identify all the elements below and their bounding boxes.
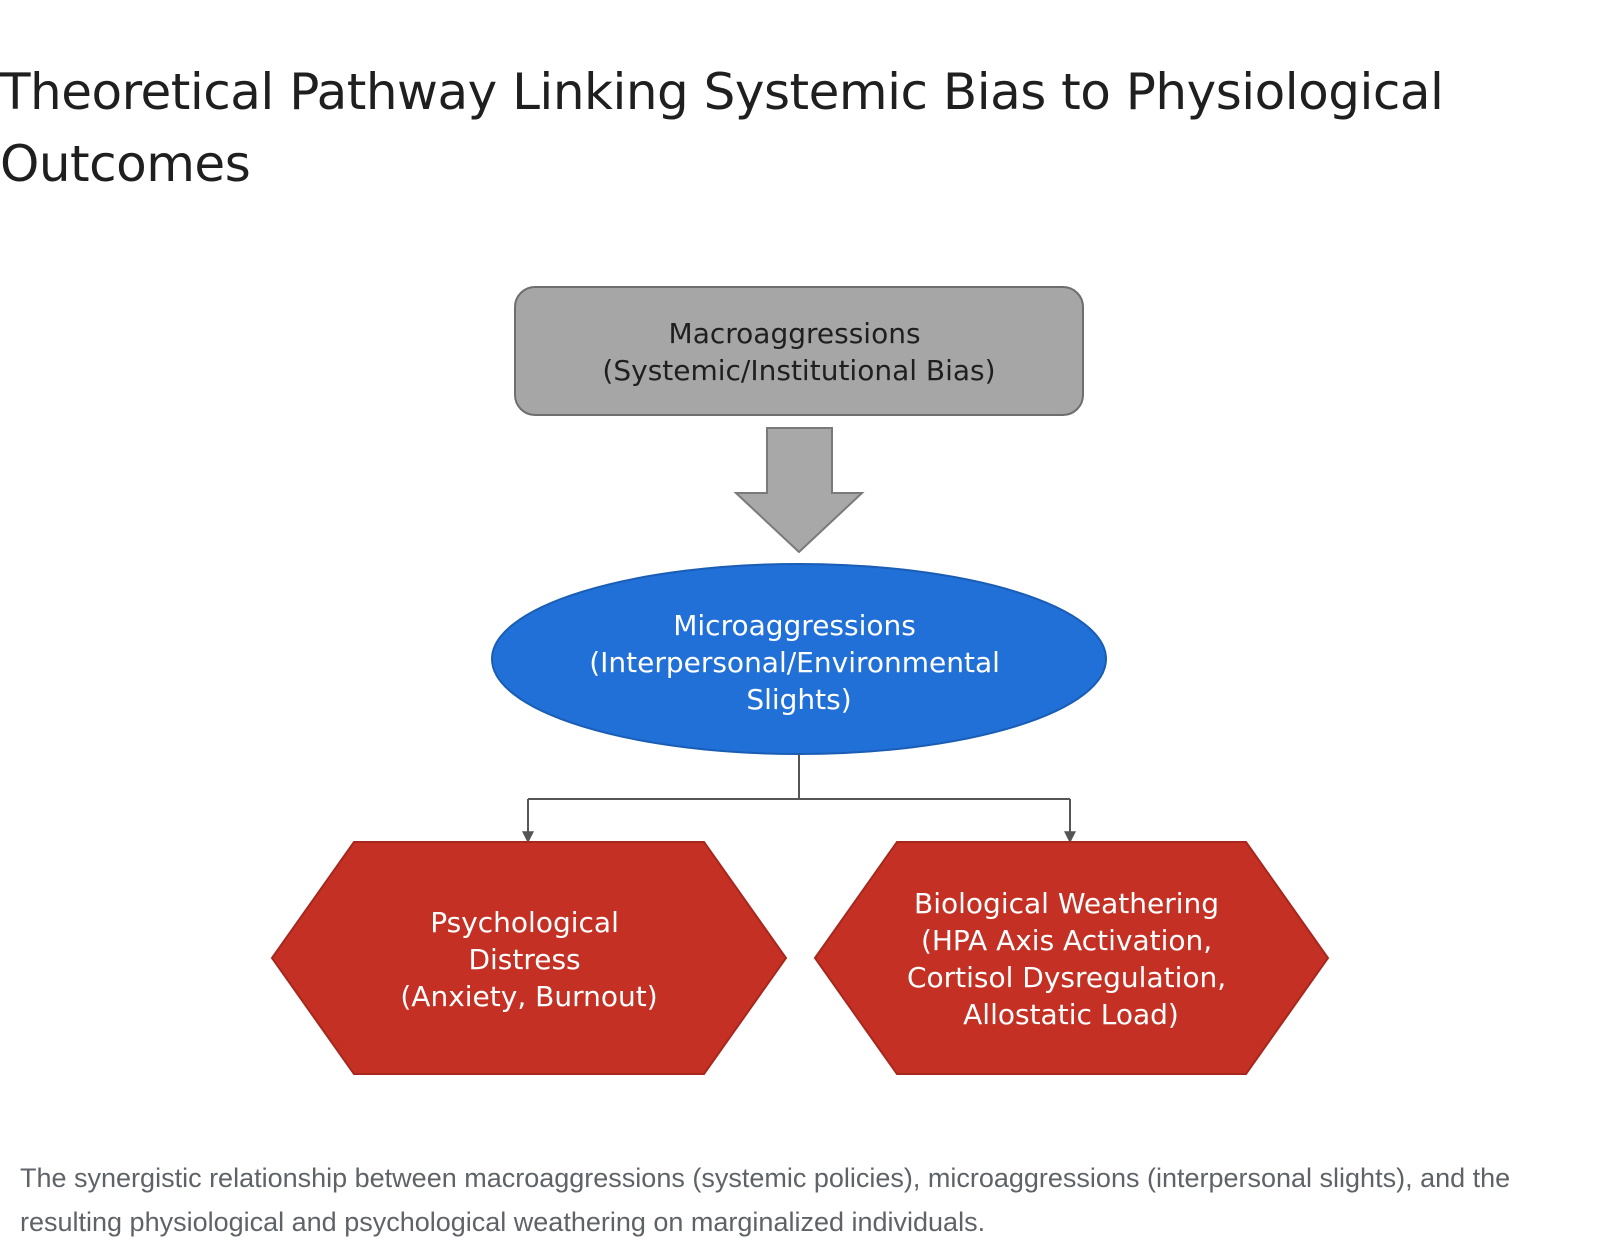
page-title: Theoretical Pathway Linking Systemic Bia… (0, 63, 1444, 193)
microaggressions-line: Microaggressions (673, 609, 916, 642)
macroaggressions-line: (Systemic/Institutional Bias) (602, 354, 995, 387)
biological-weathering-node: Biological Weathering (HPA Axis Activati… (813, 841, 1330, 1075)
macroaggressions-node: Macroaggressions (Systemic/Institutional… (514, 286, 1084, 416)
psychological-distress-line: Psychological (430, 906, 619, 939)
psychological-distress-node: Psychological Distress (Anxiety, Burnout… (270, 841, 788, 1075)
diagram-canvas: Macroaggressions (Systemic/Institutional… (270, 286, 1330, 1075)
down-block-arrow (733, 427, 865, 554)
biological-weathering-line: Allostatic Load) (963, 998, 1179, 1031)
biological-weathering-line: Cortisol Dysregulation, (907, 961, 1226, 994)
biological-weathering-line: (HPA Axis Activation, (921, 924, 1212, 957)
microaggressions-label: Microaggressions (Interpersonal/Environm… (589, 609, 1009, 716)
branch-connector (522, 754, 1076, 844)
psychological-distress-label: Psychological Distress (Anxiety, Burnout… (400, 906, 657, 1013)
microaggressions-node: Microaggressions (Interpersonal/Environm… (491, 563, 1107, 755)
microaggressions-line: Slights) (746, 683, 851, 716)
psychological-distress-hexagon (270, 841, 788, 1075)
macroaggressions-label: Macroaggressions (Systemic/Institutional… (602, 317, 995, 387)
macroaggressions-line: Macroaggressions (669, 317, 921, 350)
psychological-distress-line: (Anxiety, Burnout) (400, 980, 657, 1013)
pathway-diagram: Macroaggressions (Systemic/Institutional… (0, 232, 1600, 1112)
macroaggressions-box (514, 286, 1084, 416)
biological-weathering-hexagon (813, 841, 1330, 1075)
microaggressions-line: (Interpersonal/Environmental (589, 646, 1000, 679)
biological-weathering-line: Biological Weathering (914, 887, 1219, 920)
figure-caption: The synergistic relationship between mac… (20, 1163, 1511, 1237)
biological-weathering-label: Biological Weathering (HPA Axis Activati… (907, 887, 1235, 1031)
psychological-distress-line: Distress (468, 943, 580, 976)
